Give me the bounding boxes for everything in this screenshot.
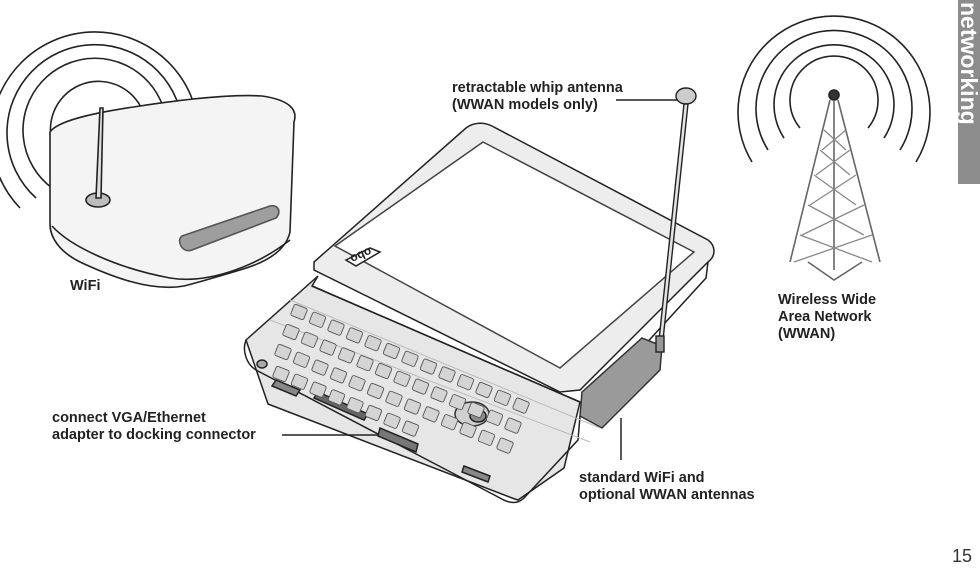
wifi-router-illustration <box>0 31 296 289</box>
wifi-label: WiFi <box>70 278 101 294</box>
keyboard-key <box>475 381 493 399</box>
keyboard-key <box>282 323 300 341</box>
keyboard-key <box>345 327 364 344</box>
keyboard-key <box>300 331 319 348</box>
keyboard-key <box>319 339 337 356</box>
keyboard-key <box>374 362 393 380</box>
keyboard-key <box>272 365 290 383</box>
keyboard-key <box>346 397 364 414</box>
section-tab-label: networking <box>958 2 980 125</box>
keyboard-key <box>485 409 504 426</box>
keyboard-keys <box>272 303 530 454</box>
keyboard-key <box>496 437 514 454</box>
whip-antenna-label: retractable whip antenna(WWAN models onl… <box>452 80 623 113</box>
keyboard-key <box>493 389 512 406</box>
keyboard-key <box>403 398 422 415</box>
keyboard-key <box>448 394 467 411</box>
section-tab: networking <box>958 0 980 184</box>
keyboard-key <box>327 319 345 336</box>
keyboard-key <box>329 367 348 384</box>
keyboard-key <box>292 351 311 368</box>
keyboard-key <box>504 417 522 434</box>
keyboard-key <box>419 358 438 375</box>
keyboard-key <box>477 429 496 446</box>
keyboard-key <box>438 366 456 383</box>
keyboard-key <box>422 406 440 423</box>
keyboard-key <box>401 350 419 367</box>
keyboard-key <box>440 414 459 431</box>
keyboard-key <box>393 370 411 387</box>
keyboard-key <box>337 347 356 364</box>
keyboard-key <box>364 404 383 422</box>
keyboard-key <box>385 390 403 407</box>
keyboard-key <box>512 397 530 414</box>
keyboard-key <box>290 303 308 321</box>
keyboard-key <box>311 359 329 376</box>
keyboard-key <box>382 342 401 360</box>
keyboard-key <box>366 382 385 400</box>
keyboard-key <box>348 375 366 392</box>
keyboard-key <box>430 386 448 403</box>
keyboard-key <box>411 378 430 395</box>
keyboard-key <box>383 412 401 429</box>
leader-lines <box>282 99 678 460</box>
keyboard-key <box>356 355 374 372</box>
keyboard-key <box>308 311 327 328</box>
keyboard-key <box>274 343 292 361</box>
keyboard-key <box>459 421 477 439</box>
whip-antenna <box>655 87 697 353</box>
keyboard-key <box>290 373 309 390</box>
cell-tower-illustration <box>737 15 931 281</box>
keyboard-key <box>456 374 475 391</box>
keyboard-key <box>467 401 485 419</box>
keyboard-key <box>327 389 346 406</box>
keyboard-key <box>364 335 382 352</box>
keyboard-key <box>309 381 327 398</box>
keyboard-key <box>401 420 420 437</box>
page-number: 15 <box>952 546 973 566</box>
